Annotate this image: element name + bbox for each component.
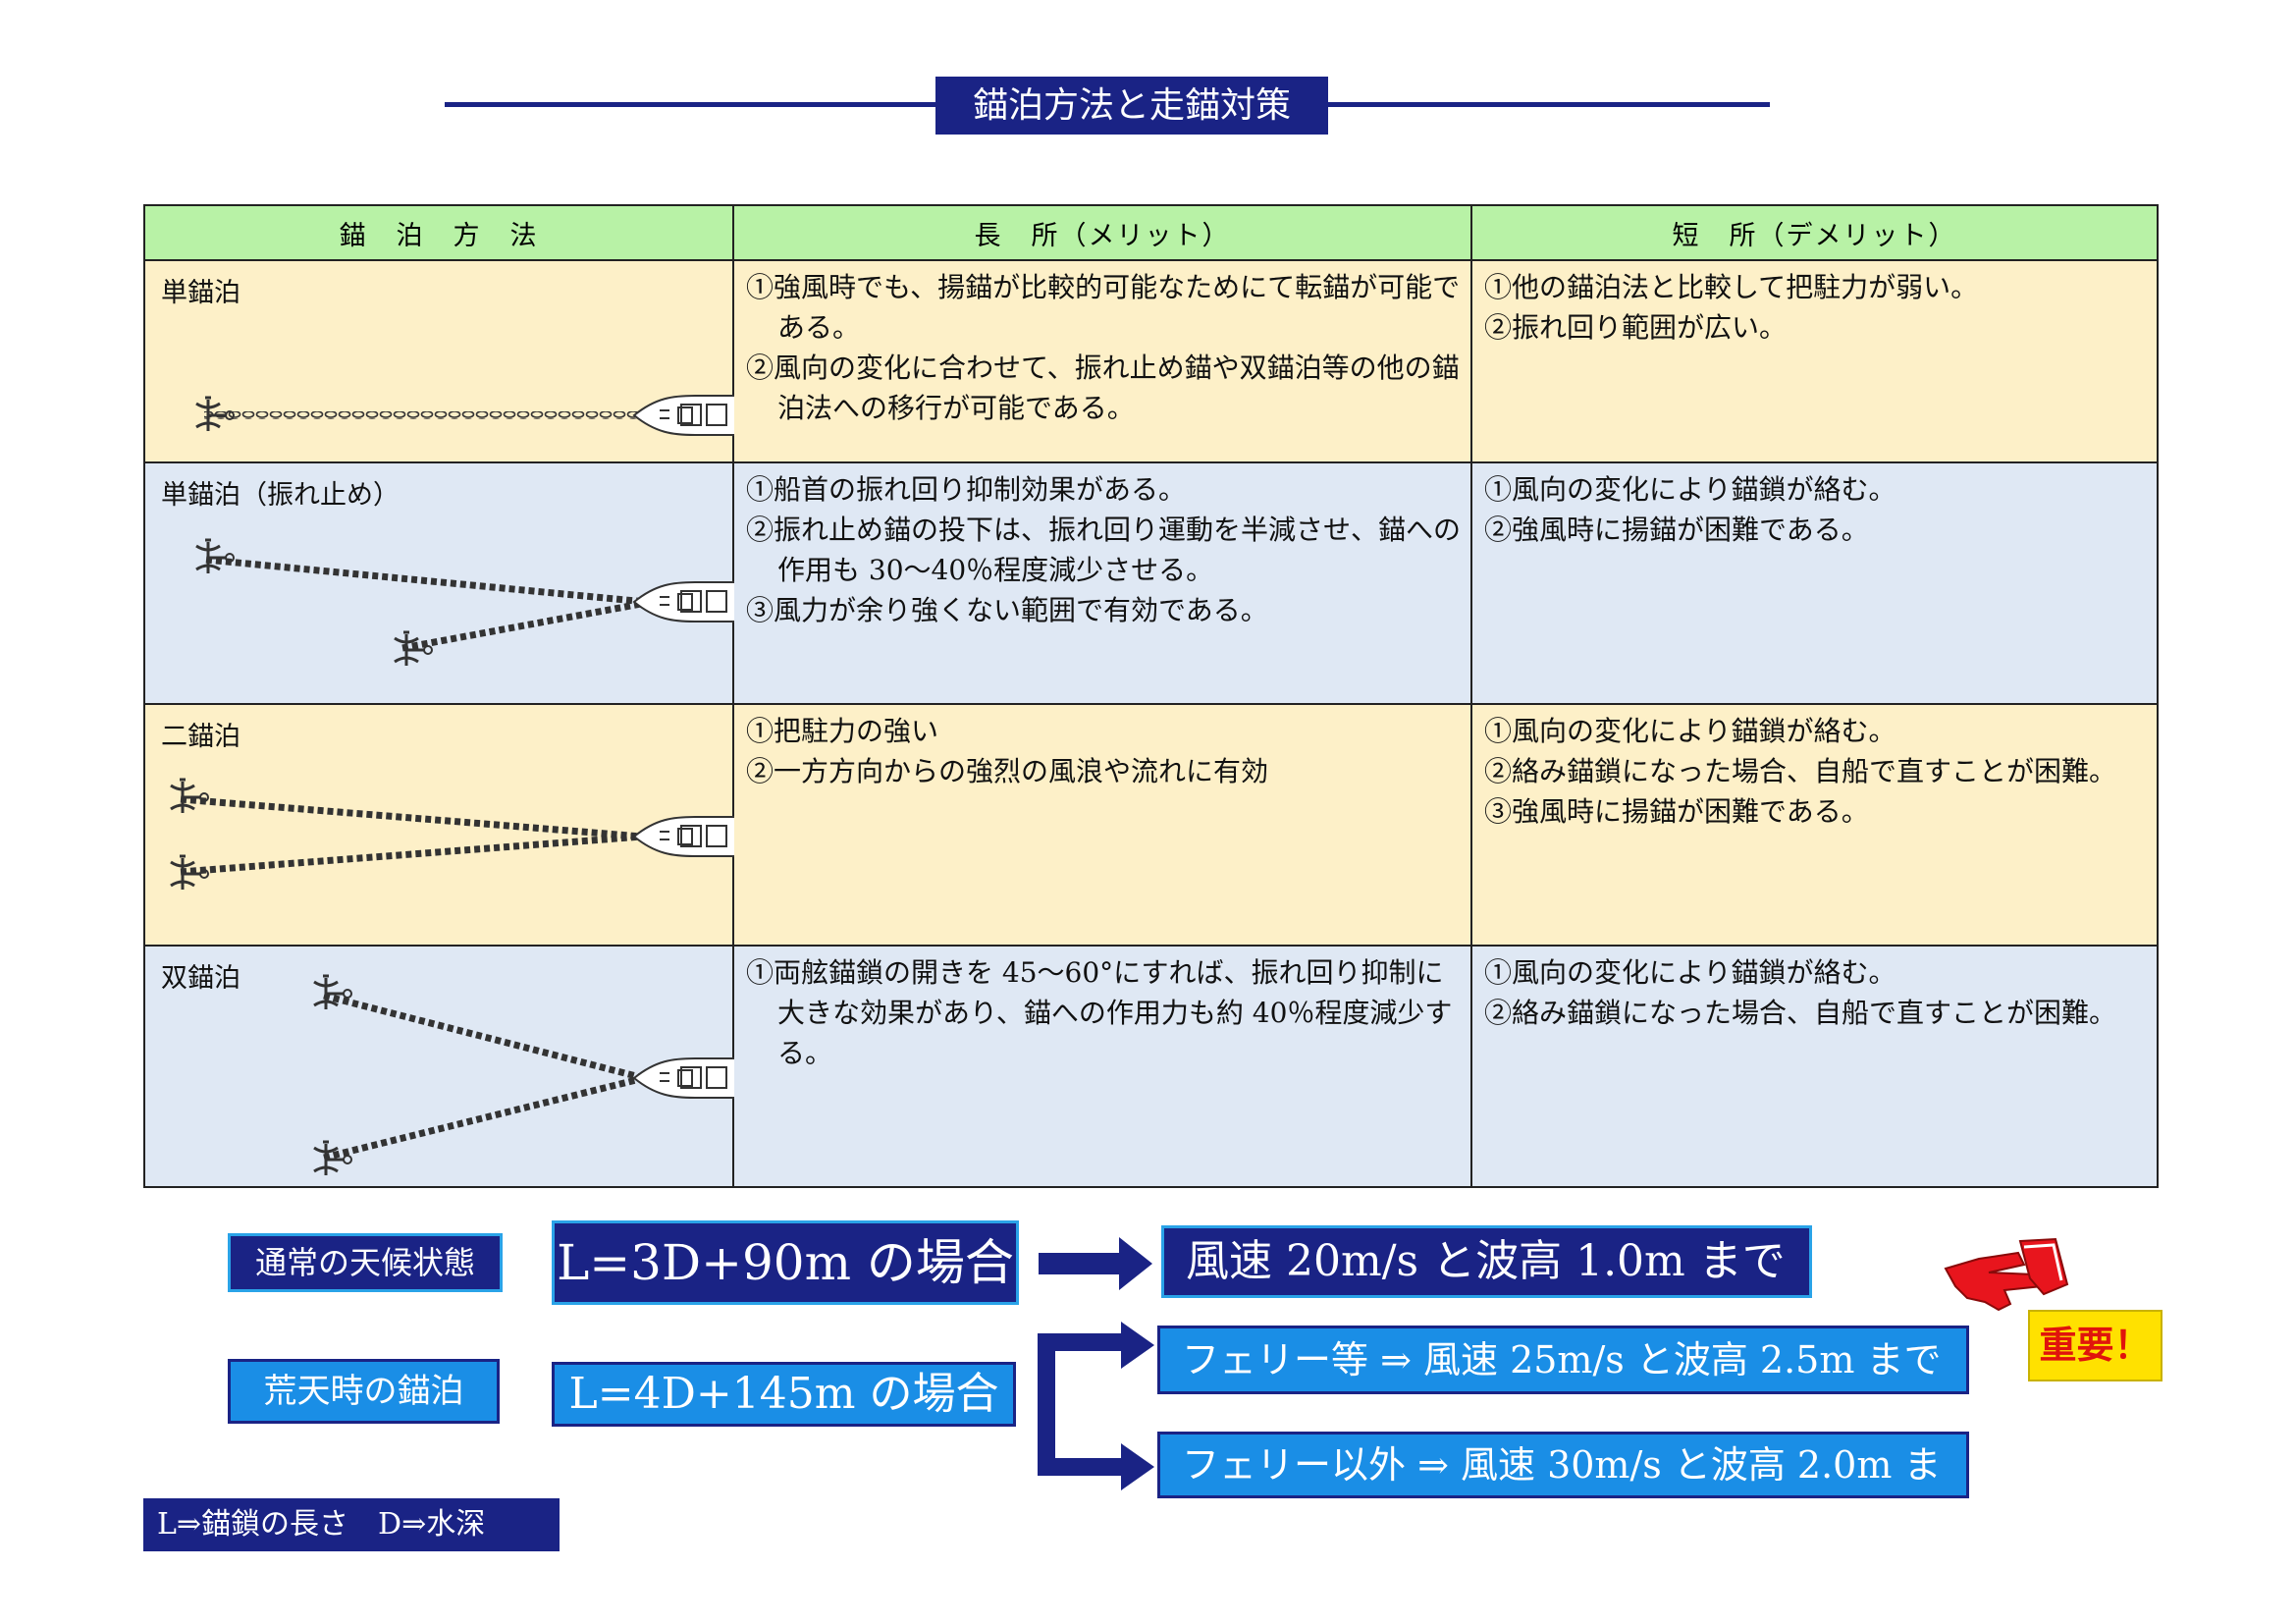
anchor-chain [205,556,647,606]
demerit-item: ③強風時に揚錨が困難である。 [1484,795,1869,828]
method-cell: 単錨泊 [143,259,734,463]
anchoring-methods-table: 錨 泊 方 法 長 所（メリット） 短 所（デメリット） 単錨泊 ①強風時でも、… [143,204,2159,1188]
anchor-chain [401,598,653,652]
merits-cell: ①両舷錨鎖の開きを 45〜60°にすれば、振れ回り抑制に大きな効果があり、錨への… [732,945,1472,1188]
anchor-chain [180,833,643,876]
steadying-anchor-diagram [194,538,734,668]
demerit-item: ②絡み錨鎖になった場合、自船で直すことが困難。 [1484,755,2117,787]
demerit-item: ②振れ回り範囲が広い。 [1484,311,1788,344]
merit-item: ①両舷錨鎖の開きを 45〜60°にすれば、振れ回り抑制に大きな効果があり、錨への… [746,956,1453,1069]
important-badge: 重要！ [2028,1310,2163,1381]
table-row: 二錨泊 ①把駐力の強い ②一方方向からの強烈の風浪や流れに有効 ①風向の変化によ… [143,703,2159,947]
header-demerits: 短 所（デメリット） [1470,204,2159,261]
demerit-item: ①風向の変化により錨鎖が絡む。 [1484,715,1896,747]
arrow-icon [1039,1237,1152,1290]
method-name: 単錨泊 [161,278,240,308]
anchor-chain [204,411,646,419]
anchor-chain [180,795,643,840]
merits-cell: ①強風時でも、揚錨が比較的可能なためにて転錨が可能である。 ②風向の変化に合わせ… [732,259,1472,463]
table-row: 双錨泊 ①両舷錨鎖の開きを 45〜60°にすれば、振れ回り抑制に大きな効果があり… [143,945,2159,1188]
demerit-item: ①風向の変化により錨鎖が絡む。 [1484,956,1896,989]
storm-formula: L=4D+145m の場合 [552,1362,1016,1427]
method-name: 双錨泊 [161,963,240,994]
merit-item: ②一方方向からの強烈の風浪や流れに有効 [746,755,1269,787]
demerit-item: ②強風時に揚錨が困難である。 [1484,514,1869,546]
demerits-cell: ①風向の変化により錨鎖が絡む。 ②絡み錨鎖になった場合、自船で直すことが困難。 … [1470,703,2159,947]
normal-weather-label: 通常の天候状態 [228,1233,503,1292]
merits-cell: ①把駐力の強い ②一方方向からの強烈の風浪や流れに有効 [732,703,1472,947]
normal-formula: L=3D+90m の場合 [552,1220,1019,1305]
table-header-row: 錨 泊 方 法 長 所（メリット） 短 所（デメリット） [143,204,2159,261]
demerit-item: ①他の錨泊法と比較して把駐力が弱い。 [1484,271,1979,303]
merit-item: ③風力が余り強くない範囲で有効である。 [746,594,1268,626]
table-row: 単錨泊（振れ止め） ①船首の振れ回り抑制効果がある。 ②振れ止め錨の投下は、振れ… [143,461,2159,705]
storm-result-ferry: フェリー等 ⇒ 風速 25m/s と波高 2.5m まで [1157,1326,1969,1394]
method-cell: 二錨泊 [143,703,734,947]
merit-item: ①船首の振れ回り抑制効果がある。 [746,473,1187,506]
demerits-cell: ①風向の変化により錨鎖が絡む。 ②強風時に揚錨が困難である。 [1470,461,2159,705]
header-merits: 長 所（メリット） [732,204,1472,261]
method-cell: 双錨泊 [143,945,734,1188]
method-name: 二錨泊 [161,722,240,752]
merits-cell: ①船首の振れ回り抑制効果がある。 ②振れ止め錨の投下は、振れ回り運動を半減させ、… [732,461,1472,705]
table-row: 単錨泊 ①強風時でも、揚錨が比較的可能なためにて転錨が可能である。 ②風向の変化… [143,259,2159,463]
anchor-chain [323,1074,645,1162]
header-method: 錨 泊 方 法 [143,204,734,261]
method-cell: 単錨泊（振れ止め） [143,461,734,705]
merit-item: ①強風時でも、揚錨が比較的可能なためにて転錨が可能である。 [746,271,1461,344]
merit-item: ②風向の変化に合わせて、振れ止め錨や双錨泊等の他の錨泊法への移行が可能である。 [746,352,1460,424]
anchor-chain [323,992,645,1082]
demerits-cell: ①他の錨泊法と比較して把駐力が弱い。 ②振れ回り範囲が広い。 [1470,259,2159,463]
page-title: 錨泊方法と走錨対策 [935,77,1328,135]
storm-label: 荒天時の錨泊 [228,1359,500,1424]
method-name: 単錨泊（振れ止め） [161,480,400,511]
merit-item: ②振れ止め錨の投下は、振れ回り運動を半減させ、錨への作用も 30〜40％程度減少… [746,514,1462,586]
demerits-cell: ①風向の変化により錨鎖が絡む。 ②絡み錨鎖になった場合、自船で直すことが困難。 [1470,945,2159,1188]
two-anchor-diagram [169,778,734,892]
pointing-hand-icon [1944,1237,2069,1312]
storm-result-other: フェリー以外 ⇒ 風速 30m/s と波高 2.0m まで [1157,1432,1969,1547]
moor-anchor-diagram [312,974,734,1177]
merit-item: ①把駐力の強い [746,715,939,747]
demerit-item: ②絡み錨鎖になった場合、自船で直すことが困難。 [1484,997,2117,1029]
demerit-item: ①風向の変化により錨鎖が絡む。 [1484,473,1896,506]
normal-result: 風速 20m/s と波高 1.0m まで [1161,1225,1812,1298]
legend: L⇒錨鎖の長さ D⇒水深 [143,1498,560,1551]
arrow-icon [1038,1333,1123,1476]
single-anchor-diagram [194,389,734,442]
